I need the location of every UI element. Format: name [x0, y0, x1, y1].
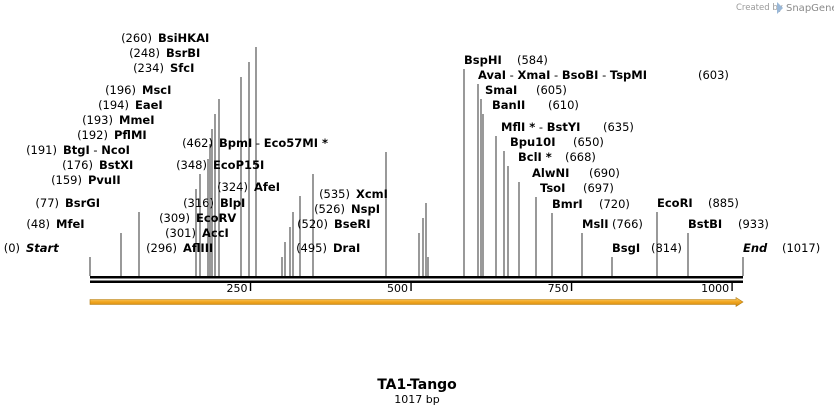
cut-site-position: (309)	[159, 211, 190, 225]
cut-site-name[interactable]: TsoI	[540, 181, 565, 195]
cut-site-name[interactable]: End	[743, 241, 768, 255]
cut-site-position: (234)	[133, 61, 164, 75]
cut-site-name[interactable]: MfeI	[56, 217, 85, 231]
cut-site-name[interactable]: BpmI - Eco57MI *	[219, 136, 328, 150]
cut-site-name[interactable]: BmrI	[552, 197, 583, 211]
cut-site-position: (668)	[565, 150, 596, 164]
cut-site-position: (605)	[536, 83, 567, 97]
cut-site-name[interactable]: AlwNI	[532, 166, 569, 180]
cut-site-name[interactable]: AflIII	[183, 241, 213, 255]
cut-site-position: (697)	[583, 181, 614, 195]
cut-site-position: (535)	[319, 187, 350, 201]
axis-tick-label: 250	[227, 282, 248, 295]
cut-site-position: (462)	[182, 136, 213, 150]
cut-site-position: (48)	[26, 217, 50, 231]
cut-site-position: (192)	[77, 128, 108, 142]
sequence-backbone	[90, 276, 743, 283]
sequence-length: 1017 bp	[394, 393, 439, 406]
cut-site-name[interactable]: BstBI	[688, 217, 722, 231]
cut-site-position: (296)	[146, 241, 177, 255]
snapgene-credit: Created by SnapGene	[736, 2, 834, 14]
site-labels: BsiHKAI (260) BsrBI (248) SfcI (234) MscI (196)…	[4, 31, 821, 255]
cut-site-name[interactable]: BanII	[492, 98, 525, 112]
cut-site-name[interactable]: BsgI	[612, 241, 640, 255]
cut-site-position: (933)	[738, 217, 769, 231]
cut-site-name[interactable]: BclI *	[518, 150, 552, 164]
cut-site-position: (584)	[517, 53, 548, 67]
cut-site-name[interactable]: Start	[26, 241, 59, 255]
cut-site-name[interactable]: MscI	[142, 83, 171, 97]
cut-site-position: (191)	[26, 143, 57, 157]
cut-site-name[interactable]: BsrGI	[65, 196, 100, 210]
credit-brand: SnapGene	[786, 3, 834, 14]
axis-tick-label: 500	[387, 282, 408, 295]
cut-site-position: (248)	[129, 46, 160, 60]
cut-site-position: (720)	[599, 197, 630, 211]
axis-tick-label: 1000	[701, 282, 729, 295]
cut-site-name[interactable]: DraI	[333, 241, 360, 255]
cut-site-name[interactable]: BlpI	[220, 196, 245, 210]
feature-arrow	[89, 296, 744, 308]
cut-site-name[interactable]: PvuII	[88, 173, 121, 187]
cut-site-name[interactable]: BspHI	[464, 53, 502, 67]
cut-site-name[interactable]: Bpu10I	[510, 135, 555, 149]
cut-site-position: (603)	[698, 68, 729, 82]
cut-site-position: (194)	[98, 98, 129, 112]
cut-site-position: (77)	[35, 196, 59, 210]
cut-site-name[interactable]: EcoP15I	[213, 158, 264, 172]
cut-site-name[interactable]: EaeI	[135, 98, 163, 112]
cut-site-name[interactable]: BtgI - NcoI	[63, 143, 130, 157]
cut-site-position: (635)	[603, 120, 634, 134]
cut-site-position: (610)	[548, 98, 579, 112]
cut-site-position: (526)	[314, 202, 345, 216]
cut-site-name[interactable]: XcmI	[356, 187, 388, 201]
cut-site-name[interactable]: PflMI	[114, 128, 147, 142]
cut-site-position: (885)	[708, 196, 739, 210]
cut-site-position: (260)	[121, 31, 152, 45]
cut-site-position: (690)	[589, 166, 620, 180]
cut-site-name[interactable]: EcoRI	[657, 196, 693, 210]
cut-site-name[interactable]: MmeI	[119, 113, 155, 127]
cut-site-name[interactable]: AccI	[202, 226, 229, 240]
cut-site-name[interactable]: NspI	[351, 202, 380, 216]
cut-site-position: (301)	[165, 226, 196, 240]
cut-site-name[interactable]: AvaI - XmaI - BsoBI - TspMI	[478, 68, 647, 82]
cut-site-position: (0)	[4, 241, 20, 255]
cut-site-name[interactable]: SmaI	[485, 83, 517, 97]
cut-site-position: (176)	[62, 158, 93, 172]
cut-site-name[interactable]: AfeI	[254, 180, 280, 194]
snapgene-logo-icon	[777, 2, 783, 14]
axis-tick-label: 750	[548, 282, 569, 295]
sequence-title: TA1-Tango	[377, 377, 457, 393]
cut-site-position: (324)	[217, 180, 248, 194]
cut-site-name[interactable]: EcoRV	[196, 211, 236, 225]
cut-site-position: (348)	[176, 158, 207, 172]
cut-site-name[interactable]: MflI * - BstYI	[501, 120, 580, 134]
cut-site-position: (495)	[296, 241, 327, 255]
cut-site-name[interactable]: BsrBI	[166, 46, 200, 60]
site-connectors	[89, 47, 744, 276]
cut-site-name[interactable]: MslI	[582, 217, 609, 231]
cut-site-name[interactable]: BseRI	[334, 217, 371, 231]
axis-ticks: 250 500 750 1000	[227, 282, 733, 295]
cut-site-name[interactable]: BsiHKAI	[158, 31, 209, 45]
cut-site-name[interactable]: SfcI	[170, 61, 194, 75]
cut-site-position: (316)	[183, 196, 214, 210]
cut-site-position: (159)	[51, 173, 82, 187]
cut-site-position: (520)	[297, 217, 328, 231]
credit-prefix: Created by	[736, 3, 783, 13]
cut-site-position: (1017)	[782, 241, 820, 255]
cut-site-name[interactable]: BstXI	[99, 158, 133, 172]
cut-site-position: (766)	[612, 217, 643, 231]
cut-site-position: (650)	[573, 135, 604, 149]
cut-site-position: (814)	[651, 241, 682, 255]
cut-site-position: (196)	[105, 83, 136, 97]
cut-site-position: (193)	[82, 113, 113, 127]
